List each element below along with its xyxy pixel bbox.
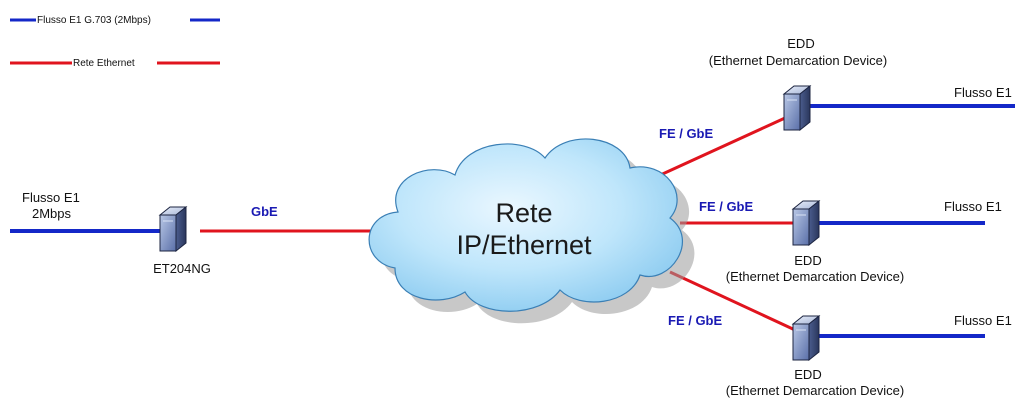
edd-bot-ethernet-link [669, 270, 796, 332]
et204-device-icon [159, 206, 187, 252]
edd-top-title: EDD [787, 36, 814, 51]
et204-device: ET204NG [153, 206, 211, 276]
edd-bot-device-icon [792, 315, 820, 361]
edd-top: EDD (Ethernet Demarcation Device) Flusso… [659, 36, 1015, 141]
edd-mid-flow-label: Flusso E1 [944, 199, 1002, 214]
edd-mid: Flusso E1 FE / GbE EDD (Ethernet Demarca… [699, 199, 1002, 284]
edd-top-flow-label: Flusso E1 [954, 85, 1012, 100]
et204-link-label: GbE [251, 204, 278, 219]
edd-mid-subtitle: (Ethernet Demarcation Device) [726, 269, 904, 284]
edd-bot-link-label: FE / GbE [668, 313, 723, 328]
left-source-label-line2: 2Mbps [32, 206, 72, 221]
edd-top-ethernet-link [644, 116, 786, 184]
edd-bot-flow-label: Flusso E1 [954, 313, 1012, 328]
edd-mid-device-icon [792, 200, 820, 246]
edd-bot-title: EDD [794, 367, 821, 382]
et204-label: ET204NG [153, 261, 211, 276]
cloud-shape [368, 138, 683, 312]
legend-e1-label: Flusso E1 G.703 (2Mbps) [37, 15, 151, 26]
edd-top-device-icon [783, 85, 811, 131]
ip-ethernet-cloud: Rete IP/Ethernet [368, 138, 695, 324]
edd-bot: Flusso E1 FE / GbE EDD (Ethernet Demarca… [668, 313, 1012, 398]
left-source-label-line1: Flusso E1 [22, 190, 80, 205]
cloud-label-line1: Rete [495, 198, 552, 228]
edd-top-subtitle: (Ethernet Demarcation Device) [709, 53, 887, 68]
legend-ethernet-label: Rete Ethernet [73, 58, 135, 69]
cloud-label-line2: IP/Ethernet [456, 230, 592, 260]
left-source: Flusso E1 2Mbps [10, 190, 160, 233]
edd-bot-subtitle: (Ethernet Demarcation Device) [726, 383, 904, 398]
edd-top-link-label: FE / GbE [659, 126, 714, 141]
edd-mid-title: EDD [794, 253, 821, 268]
legend: Flusso E1 G.703 (2Mbps) Rete Ethernet [10, 15, 220, 69]
edd-mid-link-label: FE / GbE [699, 199, 754, 214]
